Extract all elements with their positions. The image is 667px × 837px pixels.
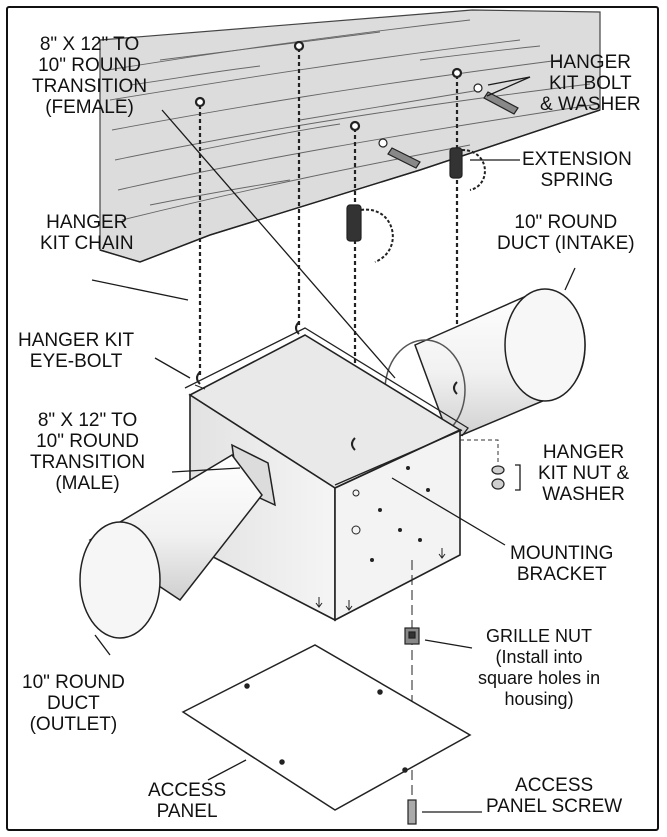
label-line: EYE-BOLT [29, 351, 123, 372]
label-eye-bolt: HANGER KIT EYE-BOLT [18, 330, 134, 372]
label-line: GRILLE NUT [486, 626, 593, 646]
label-line: WASHER [542, 484, 625, 505]
label-hanger-chain: HANGER KIT CHAIN [40, 212, 134, 254]
label-mounting-bracket: MOUNTING BRACKET [510, 543, 613, 585]
label-duct-outlet: 10" ROUND DUCT (OUTLET) [22, 672, 125, 735]
label-duct-intake: 10" ROUND DUCT (INTAKE) [497, 212, 635, 254]
label-transition-female: 8" X 12" TO 10" ROUND TRANSITION (FEMALE… [32, 34, 147, 118]
extension-springs [346, 147, 486, 263]
label-line: KIT CHAIN [40, 233, 134, 254]
leader-lines [91, 76, 576, 813]
label-line: DUCT [47, 693, 100, 714]
label-access-screw: ACCESS PANEL SCREW [486, 775, 622, 817]
label-line: DUCT (INTAKE) [497, 233, 635, 254]
label-hanger-bolt: HANGER KIT BOLT & WASHER [540, 52, 641, 115]
label-line: (OUTLET) [29, 714, 118, 735]
label-line: HANGER KIT [18, 330, 135, 351]
label-line: MOUNTING [510, 543, 614, 564]
label-extension-spring: EXTENSION SPRING [522, 149, 632, 191]
label-line: ACCESS [515, 775, 594, 796]
label-line: HANGER [542, 442, 625, 463]
label-line: KIT NUT & [538, 463, 630, 484]
label-line: TRANSITION [30, 452, 146, 473]
label-line: PANEL [156, 801, 218, 822]
label-line: 10" ROUND [36, 431, 139, 452]
label-line: 10" ROUND [22, 672, 125, 693]
label-line: (MALE) [55, 473, 120, 494]
label-line: HANGER [46, 212, 128, 233]
label-line: & WASHER [540, 94, 641, 115]
mounting-bracket [315, 466, 446, 611]
label-line: HANGER [549, 52, 631, 73]
label-line: ACCESS [148, 780, 227, 801]
label-line: (FEMALE) [45, 97, 134, 118]
label-line: TRANSITION [32, 76, 148, 97]
label-hanger-nut: HANGER KIT NUT & WASHER [538, 442, 629, 505]
hanger-bolts [378, 83, 519, 169]
label-grille-nut: GRILLE NUT (Install into square holes in… [478, 626, 600, 710]
label-line: SPRING [540, 170, 614, 191]
label-line: housing) [504, 689, 574, 709]
label-line: (Install into [495, 647, 583, 667]
label-line: 10" ROUND [514, 212, 618, 233]
label-line: 10" ROUND [38, 55, 141, 76]
label-line: KIT BOLT [548, 73, 632, 94]
nut-leader [460, 439, 499, 462]
label-line: 8" X 12" TO [37, 410, 138, 431]
label-line: BRACKET [516, 564, 607, 585]
grille-nut [404, 560, 420, 825]
ceiling-wood [99, 9, 601, 263]
access-panel [181, 644, 472, 811]
label-line: square holes in [478, 668, 601, 688]
label-transition-male: 8" X 12" TO 10" ROUND TRANSITION (MALE) [30, 410, 145, 494]
label-access-panel: ACCESS PANEL [148, 780, 226, 822]
fan-housing [184, 327, 469, 622]
outlet-duct [79, 443, 276, 639]
label-line: 8" X 12" TO [39, 34, 140, 55]
label-line: EXTENSION [522, 149, 632, 170]
intake-duct [384, 288, 586, 441]
hanger-nut-washer [491, 465, 505, 490]
eye-bolt-hooks [196, 321, 458, 451]
label-line: PANEL SCREW [486, 796, 623, 817]
